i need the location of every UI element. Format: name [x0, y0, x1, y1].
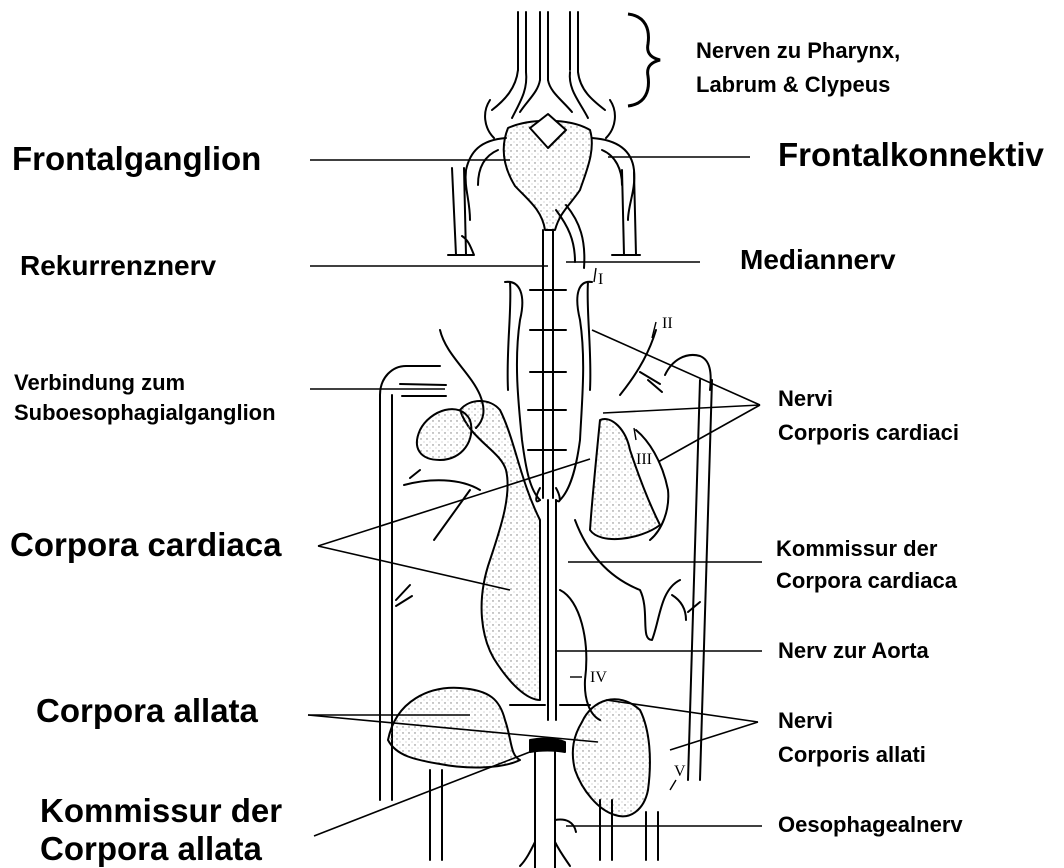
label-nerv-aorta: Nerv zur Aorta	[778, 638, 929, 663]
roman-marker-1: I	[598, 271, 603, 288]
right-corpus-allatum	[573, 699, 650, 816]
roman-marker-4: IV	[590, 669, 607, 686]
left-corpus-allatum	[388, 688, 520, 768]
label-kommissur-cardiaca-line1: Kommissur der	[776, 536, 937, 561]
label-corpora-cardiaca: Corpora cardiaca	[10, 526, 281, 564]
right-corpus-cardiacum	[590, 419, 660, 539]
label-nervi-allati-line1: Nervi	[778, 708, 833, 733]
label-frontalganglion: Frontalganglion	[12, 140, 261, 178]
label-frontalkonnektiv: Frontalkonnektiv	[778, 136, 1044, 174]
roman-marker-2: II	[662, 315, 673, 332]
roman-marker-3: III	[636, 451, 652, 468]
label-kommissur-cardiaca-line2: Corpora cardiaca	[776, 568, 957, 593]
label-kommissur-allata-line1: Kommissur der	[40, 792, 282, 830]
oesophageal-nerve	[535, 752, 555, 868]
label-verbindung-line1: Verbindung zum	[14, 370, 185, 395]
label-corpora-allata: Corpora allata	[36, 692, 258, 730]
roman-marker-5: V	[674, 763, 686, 780]
curly-brace	[628, 14, 660, 106]
label-mediannerv: Mediannerv	[740, 244, 896, 276]
label-nervi-allati-line2: Corporis allati	[778, 742, 926, 767]
label-verbindung-line2: Suboesophagialganglion	[14, 400, 276, 425]
left-corpus-cardiacum	[460, 401, 540, 700]
anatomy-drawing	[380, 12, 712, 868]
recurrent-nerve	[528, 205, 584, 501]
label-nervi-cardiaci-line1: Nervi	[778, 386, 833, 411]
leader-lines	[308, 157, 762, 836]
aorta-nerve	[548, 500, 556, 720]
label-kommissur-allata-line2: Corpora allata	[40, 830, 262, 868]
pharynx-nerves	[492, 12, 605, 118]
label-nervi-cardiaci-line2: Corporis cardiaci	[778, 420, 959, 445]
label-rekurrenznerv: Rekurrenznerv	[20, 250, 216, 282]
label-nerven-line2: Labrum & Clypeus	[696, 72, 890, 97]
label-oesophagealnerv: Oesophagealnerv	[778, 812, 963, 837]
label-nerven-line1: Nerven zu Pharynx,	[696, 38, 900, 63]
